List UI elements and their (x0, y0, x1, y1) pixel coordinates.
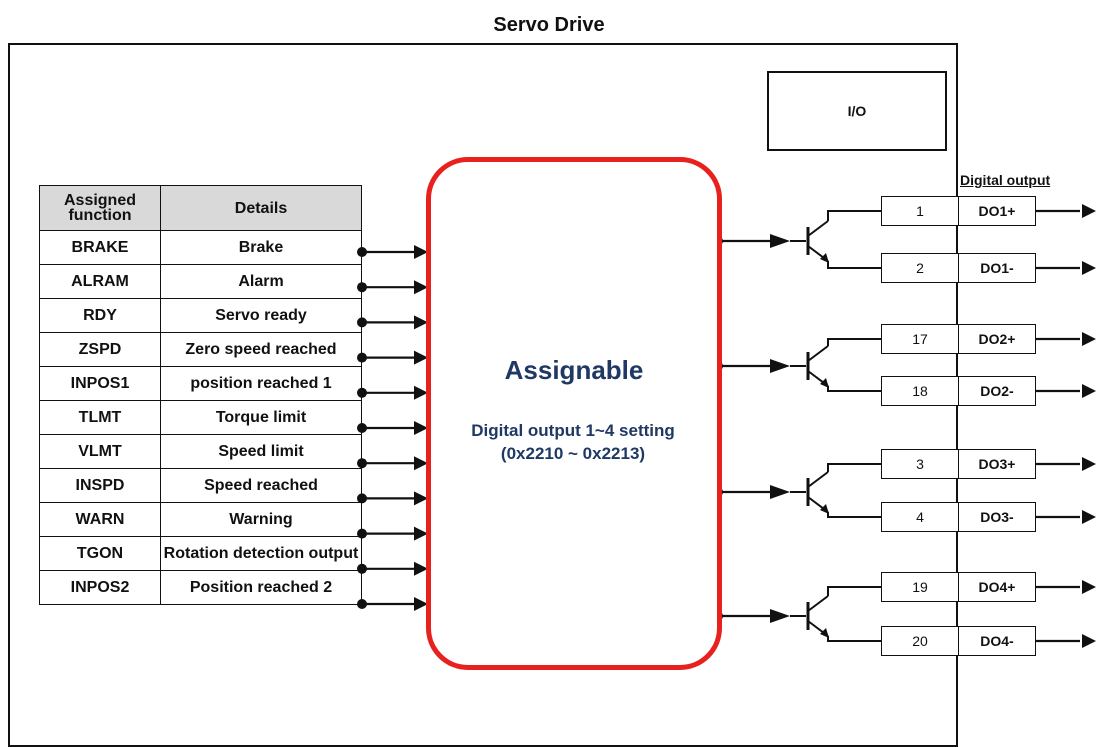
emitter-arrow (820, 378, 829, 388)
function-cell: INPOS1 (39, 366, 161, 401)
terminal-arrowhead (1082, 384, 1096, 398)
function-cell: VLMT (39, 434, 161, 469)
pin-name: DO1- (959, 253, 1036, 283)
wire-arrowhead (414, 245, 428, 259)
wire-arrowhead (414, 456, 428, 471)
emitter-wire (827, 512, 881, 518)
pin-number: 3 (881, 449, 959, 479)
assignable-block (426, 157, 722, 670)
pin-number: 18 (881, 376, 959, 406)
io-box: I/O (767, 71, 947, 151)
emitter-arrow (820, 628, 829, 638)
terminal-arrowhead (1082, 510, 1096, 524)
terminal-arrowhead (1082, 457, 1096, 471)
output-arrowhead (770, 359, 790, 373)
wire-arrowhead (414, 526, 428, 541)
details-cell: Zero speed reached (160, 332, 362, 367)
header-details: Details (160, 185, 362, 231)
terminal-arrowhead (1082, 332, 1096, 346)
details-cell: Speed limit (160, 434, 362, 469)
pin-name: DO4- (959, 626, 1036, 656)
function-cell: ALRAM (39, 264, 161, 299)
collector-wire (827, 338, 881, 346)
function-cell: BRAKE (39, 230, 161, 265)
function-cell: TLMT (39, 400, 161, 435)
transistor-collector (807, 220, 829, 237)
function-cell: TGON (39, 536, 161, 571)
wire-arrowhead (414, 561, 428, 576)
output-arrowhead (770, 609, 790, 623)
digital-output-label: Digital output (960, 172, 1051, 188)
emitter-wire (827, 636, 881, 642)
function-cell: WARN (39, 502, 161, 537)
table-header-row: Assigned function Details (39, 185, 362, 231)
emitter-wire (827, 261, 881, 269)
wire-arrowhead (414, 315, 428, 330)
assignable-subtitle-line1: Digital output 1~4 setting (471, 421, 675, 440)
wire-arrowhead (414, 597, 428, 611)
assignable-title: Assignable (504, 355, 644, 385)
wire-arrowhead (414, 350, 428, 365)
pin-name: DO1+ (959, 196, 1036, 226)
details-cell: Position reached 2 (160, 570, 362, 605)
io-label: I/O (847, 103, 867, 119)
function-cell: INPOS2 (39, 570, 161, 605)
pin-number: 4 (881, 502, 959, 532)
output-arrowhead (770, 485, 790, 499)
pin-name: DO4+ (959, 572, 1036, 602)
collector-wire (827, 463, 881, 472)
emitter-arrow (820, 504, 829, 514)
transistor-collector (807, 471, 829, 488)
terminal-arrowhead (1082, 261, 1096, 275)
pin-number: 20 (881, 626, 959, 656)
pin-name: DO3+ (959, 449, 1036, 479)
pin-name: DO2+ (959, 324, 1036, 354)
wire-arrowhead (414, 385, 428, 400)
transistor-collector (807, 345, 829, 362)
output-arrowhead (770, 234, 790, 248)
emitter-wire (827, 386, 881, 392)
transistor-collector (807, 595, 829, 612)
pin-name: DO2- (959, 376, 1036, 406)
pin-number: 2 (881, 253, 959, 283)
wire-arrowhead (414, 491, 428, 506)
wire-arrowhead (414, 421, 428, 435)
pin-number: 1 (881, 196, 959, 226)
pin-name: DO3- (959, 502, 1036, 532)
terminal-arrowhead (1082, 204, 1096, 218)
diagram-title: Servo Drive (493, 14, 605, 36)
pin-number: 19 (881, 572, 959, 602)
wire-arrowhead (414, 280, 428, 295)
terminal-arrowhead (1082, 580, 1096, 594)
assignable-subtitle-line2: (0x2210 ~ 0x2213) (500, 444, 646, 463)
pin-number: 17 (881, 324, 959, 354)
collector-wire (827, 210, 881, 221)
wiring-layer (357, 204, 1096, 648)
details-cell: Brake (160, 230, 362, 265)
collector-wire (827, 586, 881, 596)
terminal-arrowhead (1082, 634, 1096, 648)
emitter-arrow (820, 253, 829, 263)
